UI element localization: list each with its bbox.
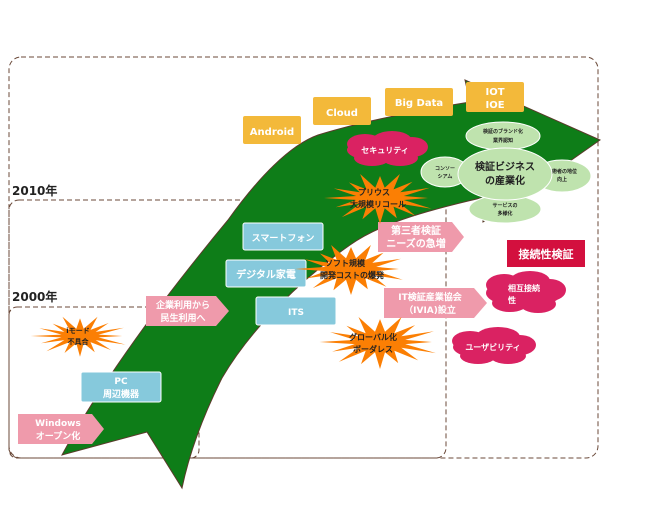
svg-text:Windows: Windows	[35, 419, 81, 429]
svg-text:開発コストの爆発: 開発コストの爆発	[320, 270, 385, 280]
svg-text:多様化: 多様化	[497, 210, 512, 217]
business-cluster: 検証のブランド化 業界認知 コンソー シアム 技術者の地位 向上 サービスの 多…	[420, 121, 592, 224]
svg-text:Android: Android	[250, 127, 294, 138]
svg-text:ソフト規模: ソフト規模	[325, 258, 366, 268]
svg-text:ユーザビリティ: ユーザビリティ	[465, 342, 520, 352]
business-top-ellipse	[465, 121, 541, 151]
svg-text:企業利用から: 企業利用から	[155, 299, 210, 311]
issue-software-burst: ソフト規模 開発コストの爆発	[295, 245, 403, 295]
svg-text:IOT: IOT	[485, 87, 504, 98]
svg-text:コンソー: コンソー	[435, 166, 455, 172]
svg-text:ボーダレス: ボーダレス	[353, 344, 393, 354]
era-box-2010	[8, 199, 447, 459]
svg-text:IT検証産業協会: IT検証産業協会	[398, 291, 462, 303]
tech-iot-box: IOT IOE	[466, 82, 524, 112]
svg-text:iモード: iモード	[66, 327, 89, 335]
trend-enterprise-arrow: 企業利用から 民生利用へ	[146, 296, 229, 326]
era-label-2000: 2000年	[12, 289, 57, 304]
svg-text:相互接続: 相互接続	[508, 283, 540, 293]
svg-text:検証のブランド化: 検証のブランド化	[483, 128, 523, 135]
svg-text:不具合: 不具合	[68, 337, 90, 346]
svg-text:サービスの: サービスの	[492, 202, 517, 209]
era-box-2000	[8, 306, 200, 459]
svg-text:の産業化: の産業化	[485, 174, 525, 187]
tech-digital-box: デジタル家電	[225, 259, 307, 288]
cloud-security: セキュリティ	[347, 131, 428, 166]
cloud-mutual: 相互接続 性	[486, 271, 566, 313]
svg-text:グローバル化: グローバル化	[349, 332, 397, 342]
tech-smartphone-box: スマートフォン	[242, 222, 324, 251]
svg-text:PC: PC	[114, 377, 128, 387]
tech-its-box: ITS	[255, 296, 337, 326]
svg-text:ニーズの急増: ニーズの急増	[386, 237, 446, 250]
svg-text:性: 性	[508, 295, 516, 305]
svg-text:大規模リコール: 大規模リコール	[350, 199, 406, 209]
svg-text:IOE: IOE	[485, 100, 504, 111]
trend-thirdparty-arrow: 第三者検証 ニーズの急増	[378, 222, 464, 252]
svg-text:Big Data: Big Data	[395, 98, 443, 109]
tech-pc-box: PC 周辺機器	[80, 371, 162, 403]
issue-imode-burst: iモード 不具合	[30, 316, 126, 357]
svg-text:デジタル家電: デジタル家電	[236, 268, 296, 281]
svg-text:民生利用へ: 民生利用へ	[160, 312, 205, 324]
svg-text:セキュリティ: セキュリティ	[361, 146, 409, 155]
tech-android-box: Android	[243, 116, 301, 144]
era-box-outer	[8, 56, 599, 459]
svg-text:業界認知: 業界認知	[492, 137, 513, 144]
svg-text:Cloud: Cloud	[326, 108, 358, 119]
tech-bigdata-box: Big Data	[385, 88, 453, 116]
svg-text:スマートフォン: スマートフォン	[252, 233, 315, 244]
svg-text:技術者の地位: 技術者の地位	[547, 168, 577, 175]
era-label-2010: 2010年	[12, 183, 57, 198]
svg-text:検証ビジネス: 検証ビジネス	[475, 160, 535, 173]
svg-text:周辺機器: 周辺機器	[103, 388, 140, 400]
svg-text:シアム: シアム	[438, 174, 453, 180]
cloud-usability: ユーザビリティ	[452, 327, 536, 364]
svg-text:（IVIA)設立: （IVIA)設立	[404, 304, 456, 316]
tech-cloud-box: Cloud	[313, 97, 371, 125]
svg-text:オープン化: オープン化	[36, 430, 80, 442]
svg-text:第三者検証: 第三者検証	[391, 224, 441, 237]
connectivity-box: 接続性検証	[507, 240, 585, 267]
issue-global-burst: グローバル化 ボーダレス	[319, 317, 436, 369]
svg-text:向上: 向上	[557, 176, 567, 183]
svg-text:プリウス: プリウス	[358, 187, 390, 197]
business-center-ellipse	[457, 147, 553, 201]
svg-text:接続性検証: 接続性検証	[519, 247, 574, 261]
svg-text:ITS: ITS	[288, 308, 304, 318]
trend-windows-arrow: Windows オープン化	[18, 414, 104, 444]
trend-ivia-arrow: IT検証産業協会 （IVIA)設立	[384, 288, 487, 318]
issue-prius-burst: プリウス 大規模リコール	[324, 174, 432, 224]
